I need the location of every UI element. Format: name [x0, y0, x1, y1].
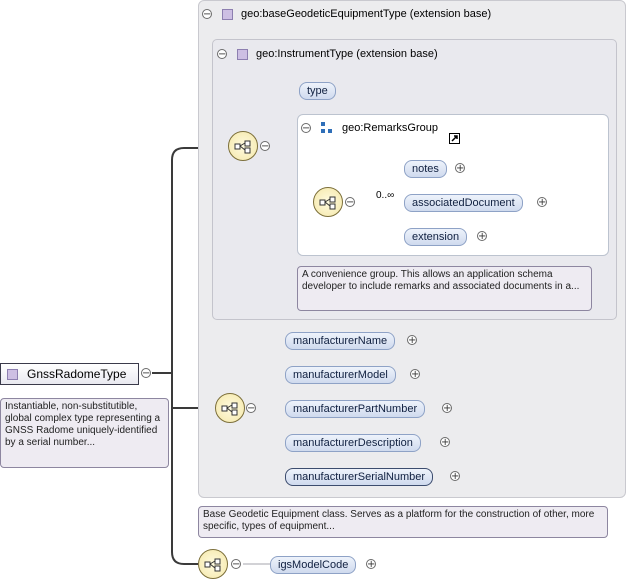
expand-icon[interactable]: + [410, 369, 420, 380]
element-type[interactable]: type [299, 82, 336, 100]
collapse-icon[interactable]: − [345, 197, 355, 208]
sequence-compositor-icon[interactable] [313, 187, 343, 217]
remarks-group-title: geo:RemarksGroup [342, 122, 438, 134]
collapse-icon[interactable]: − [301, 123, 311, 134]
collapse-icon[interactable]: − [231, 559, 241, 570]
cardinality-label: 0..∞ [376, 190, 395, 201]
complex-type-icon [222, 8, 233, 20]
expand-icon[interactable]: + [450, 471, 460, 482]
element-manufacturer-part-number[interactable]: manufacturerPartNumber [285, 400, 426, 418]
element-notes[interactable]: notes [404, 160, 447, 178]
complex-type-icon [7, 368, 18, 380]
root-complex-type[interactable]: GnssRadomeType [0, 363, 139, 385]
complex-type-icon [237, 48, 248, 60]
element-manufacturer-name[interactable]: manufacturerName [285, 332, 396, 350]
group-icon [321, 122, 332, 133]
element-associated-document[interactable]: associatedDocument [404, 194, 523, 212]
expand-icon[interactable]: + [440, 437, 450, 448]
expand-icon[interactable]: + [455, 163, 465, 174]
instrument-type-header: − geo:InstrumentType (extension base) [217, 48, 438, 60]
collapse-icon[interactable]: − [202, 9, 212, 20]
sequence-compositor-icon[interactable] [215, 393, 245, 423]
sequence-compositor-icon[interactable] [198, 549, 228, 579]
instrument-type-title: geo:InstrumentType (extension base) [256, 48, 438, 60]
element-extension[interactable]: extension [404, 228, 468, 246]
expand-icon[interactable]: + [477, 231, 487, 242]
root-type-name: GnssRadomeType [27, 366, 127, 381]
reference-link-icon[interactable] [449, 133, 460, 144]
remarks-group-header: − geo:RemarksGroup [301, 122, 438, 134]
sequence-compositor-icon[interactable] [228, 131, 258, 161]
base-geodetic-equipment-annotation: Base Geodetic Equipment class. Serves as… [198, 506, 608, 538]
root-annotation: Instantiable, non-substitutible, global … [0, 398, 169, 468]
collapse-icon[interactable]: − [217, 49, 227, 60]
collapse-icon[interactable]: − [260, 141, 270, 152]
expand-icon[interactable]: + [407, 335, 417, 346]
expand-icon[interactable]: + [366, 559, 376, 570]
element-manufacturer-description[interactable]: manufacturerDescription [285, 434, 421, 452]
element-igs-model-code[interactable]: igsModelCode [270, 556, 357, 574]
expand-icon[interactable]: + [442, 403, 452, 414]
collapse-icon[interactable]: − [141, 368, 151, 379]
remarks-group-annotation: A convenience group. This allows an appl… [297, 266, 592, 311]
element-manufacturer-serial-number[interactable]: manufacturerSerialNumber [285, 468, 434, 486]
base-geodetic-equipment-header: − geo:baseGeodeticEquipmentType (extensi… [202, 8, 491, 20]
element-manufacturer-model[interactable]: manufacturerModel [285, 366, 396, 384]
collapse-icon[interactable]: − [246, 403, 256, 414]
expand-icon[interactable]: + [537, 197, 547, 208]
base-geodetic-equipment-title: geo:baseGeodeticEquipmentType (extension… [241, 8, 492, 20]
